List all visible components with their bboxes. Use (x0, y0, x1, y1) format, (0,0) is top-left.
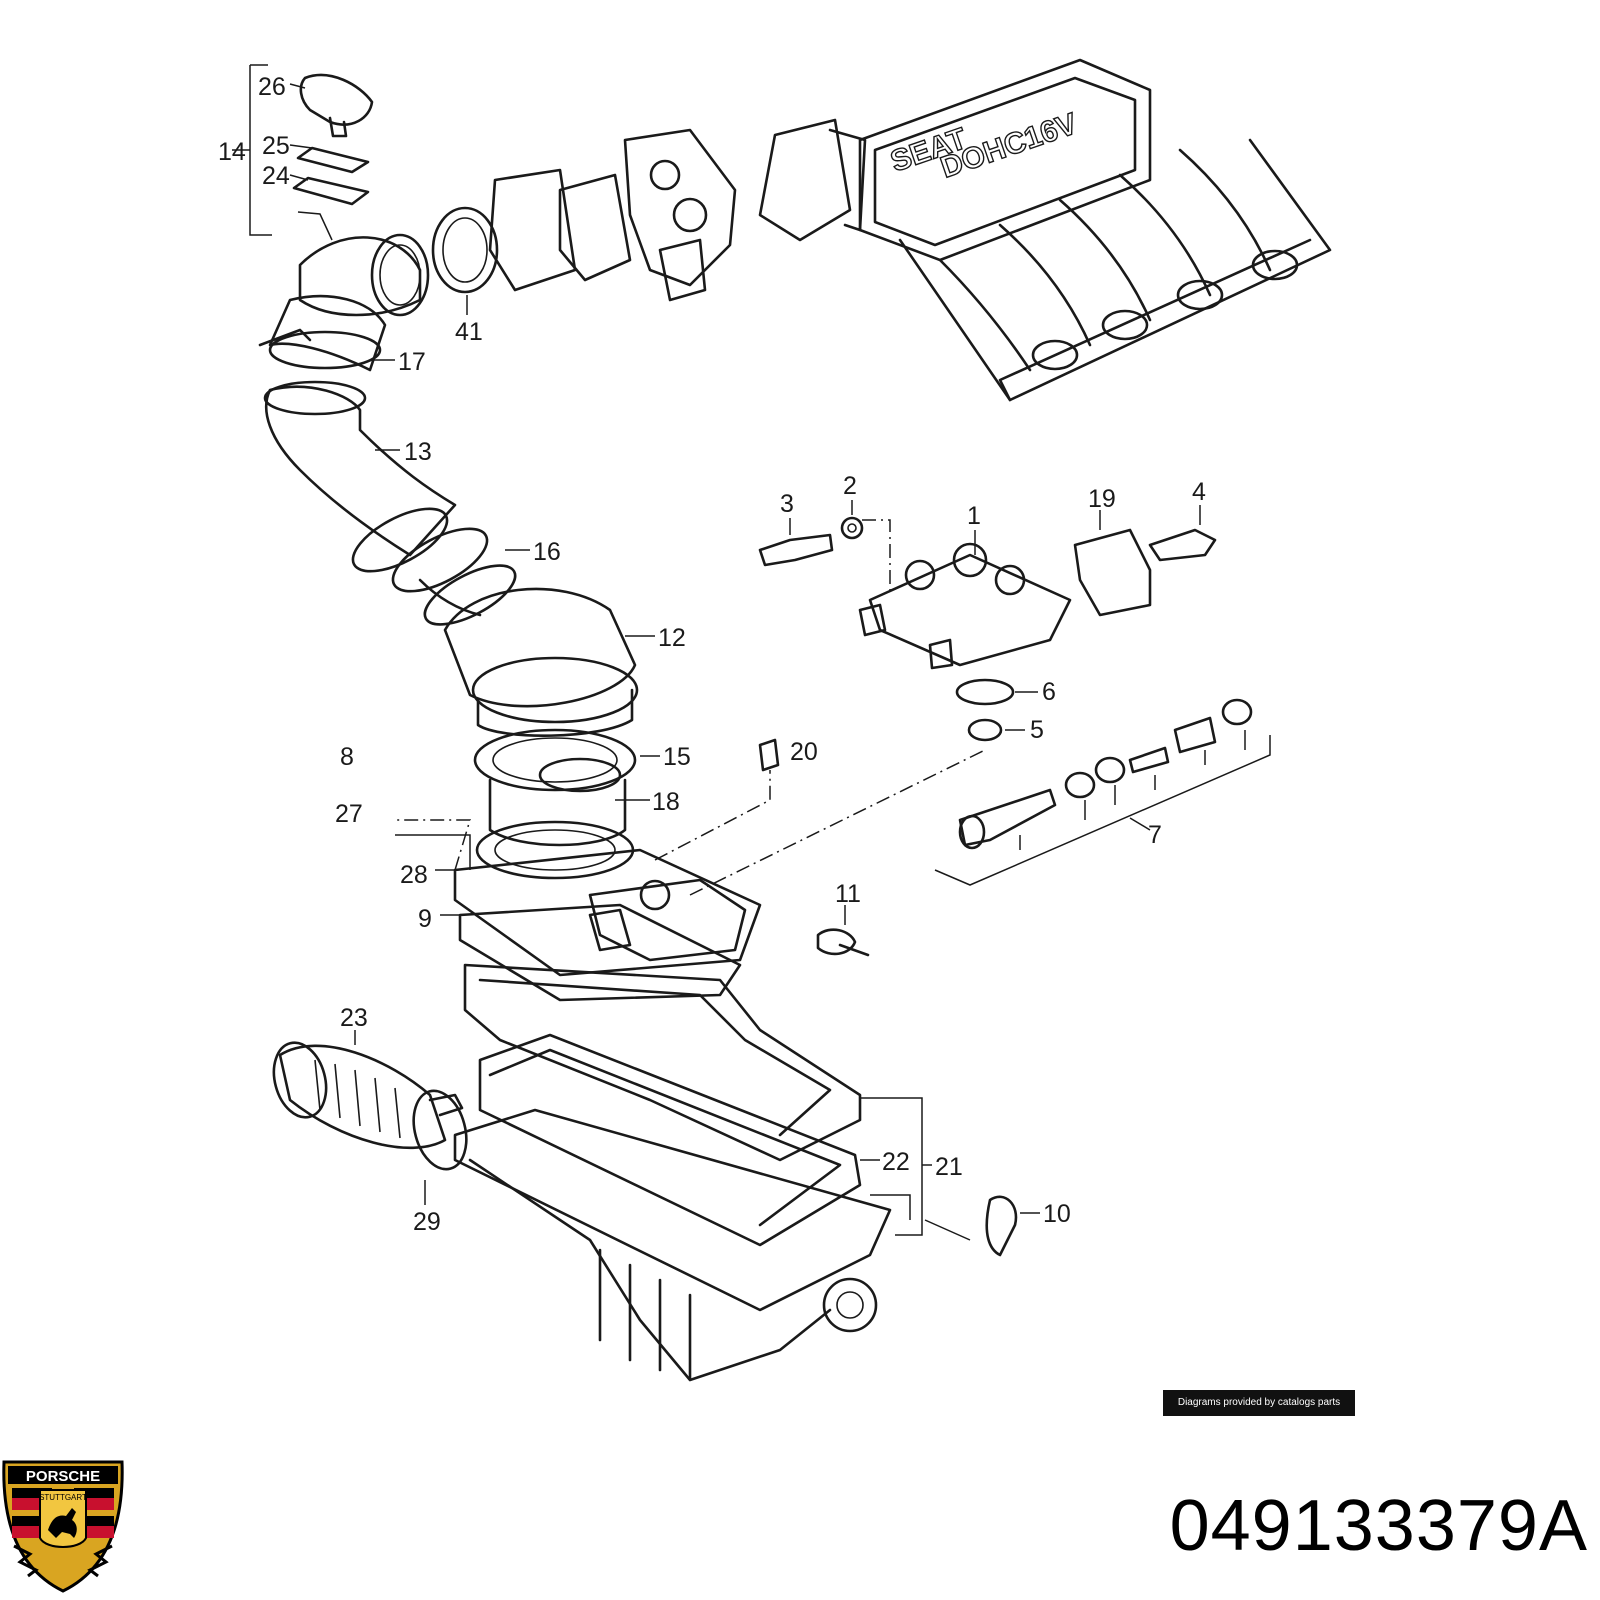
callout-6: 6 (1042, 678, 1056, 706)
callout-9: 9 (418, 905, 432, 933)
callout-20: 20 (790, 738, 818, 766)
callout-22: 22 (882, 1148, 910, 1176)
callout-27: 27 (335, 800, 363, 828)
air-filter-housing (453, 963, 1040, 1382)
clip-11 (816, 905, 870, 957)
callout-18: 18 (652, 788, 680, 816)
callout-4: 4 (1192, 478, 1206, 506)
porsche-crest-logo: PORSCHE STUTTGART (2, 1460, 124, 1593)
callout-15: 15 (663, 743, 691, 771)
crest-city-text: STUTTGART (39, 1493, 87, 1502)
valve-kit-7 (934, 698, 1271, 886)
crest-brand-text: PORSCHE (26, 1468, 100, 1485)
callout-24: 24 (262, 162, 290, 190)
callout-19: 19 (1088, 485, 1116, 513)
vent-valve-group (232, 64, 374, 241)
callout-5: 5 (1030, 716, 1044, 744)
airflow-housing-assembly (443, 587, 660, 880)
diagram-credit-label: Diagrams provided by catalogs parts (1163, 1390, 1355, 1416)
prancing-horse-icon (48, 1508, 77, 1538)
intake-hose-assembly (258, 233, 530, 626)
callout-2: 2 (843, 472, 857, 500)
throttle-body-assembly (431, 128, 737, 315)
callout-21: 21 (935, 1153, 963, 1181)
callout-16: 16 (533, 538, 561, 566)
callout-3: 3 (780, 490, 794, 518)
callout-28: 28 (400, 861, 428, 889)
callout-7: 7 (1148, 821, 1162, 849)
intake-hose-23 (272, 1030, 468, 1205)
part-number: 049133379A (1169, 1486, 1588, 1566)
sensor-plate-and-gaskets (395, 738, 986, 1002)
callout-17: 17 (398, 348, 426, 376)
callout-29: 29 (413, 1208, 441, 1236)
callout-25: 25 (262, 132, 290, 160)
callout-12: 12 (658, 624, 686, 652)
callout-41: 41 (455, 318, 483, 346)
callout-14: 14 (218, 138, 246, 166)
callout-13: 13 (404, 438, 432, 466)
intake-manifold: SEAT DOHC16V (758, 58, 1332, 402)
callout-1: 1 (967, 502, 981, 530)
callout-26: 26 (258, 73, 286, 101)
callout-11: 11 (835, 880, 861, 908)
callout-10: 10 (1043, 1200, 1071, 1228)
idle-control-valve-group (758, 500, 1217, 742)
callout-8: 8 (340, 743, 354, 771)
callout-23: 23 (340, 1004, 368, 1032)
